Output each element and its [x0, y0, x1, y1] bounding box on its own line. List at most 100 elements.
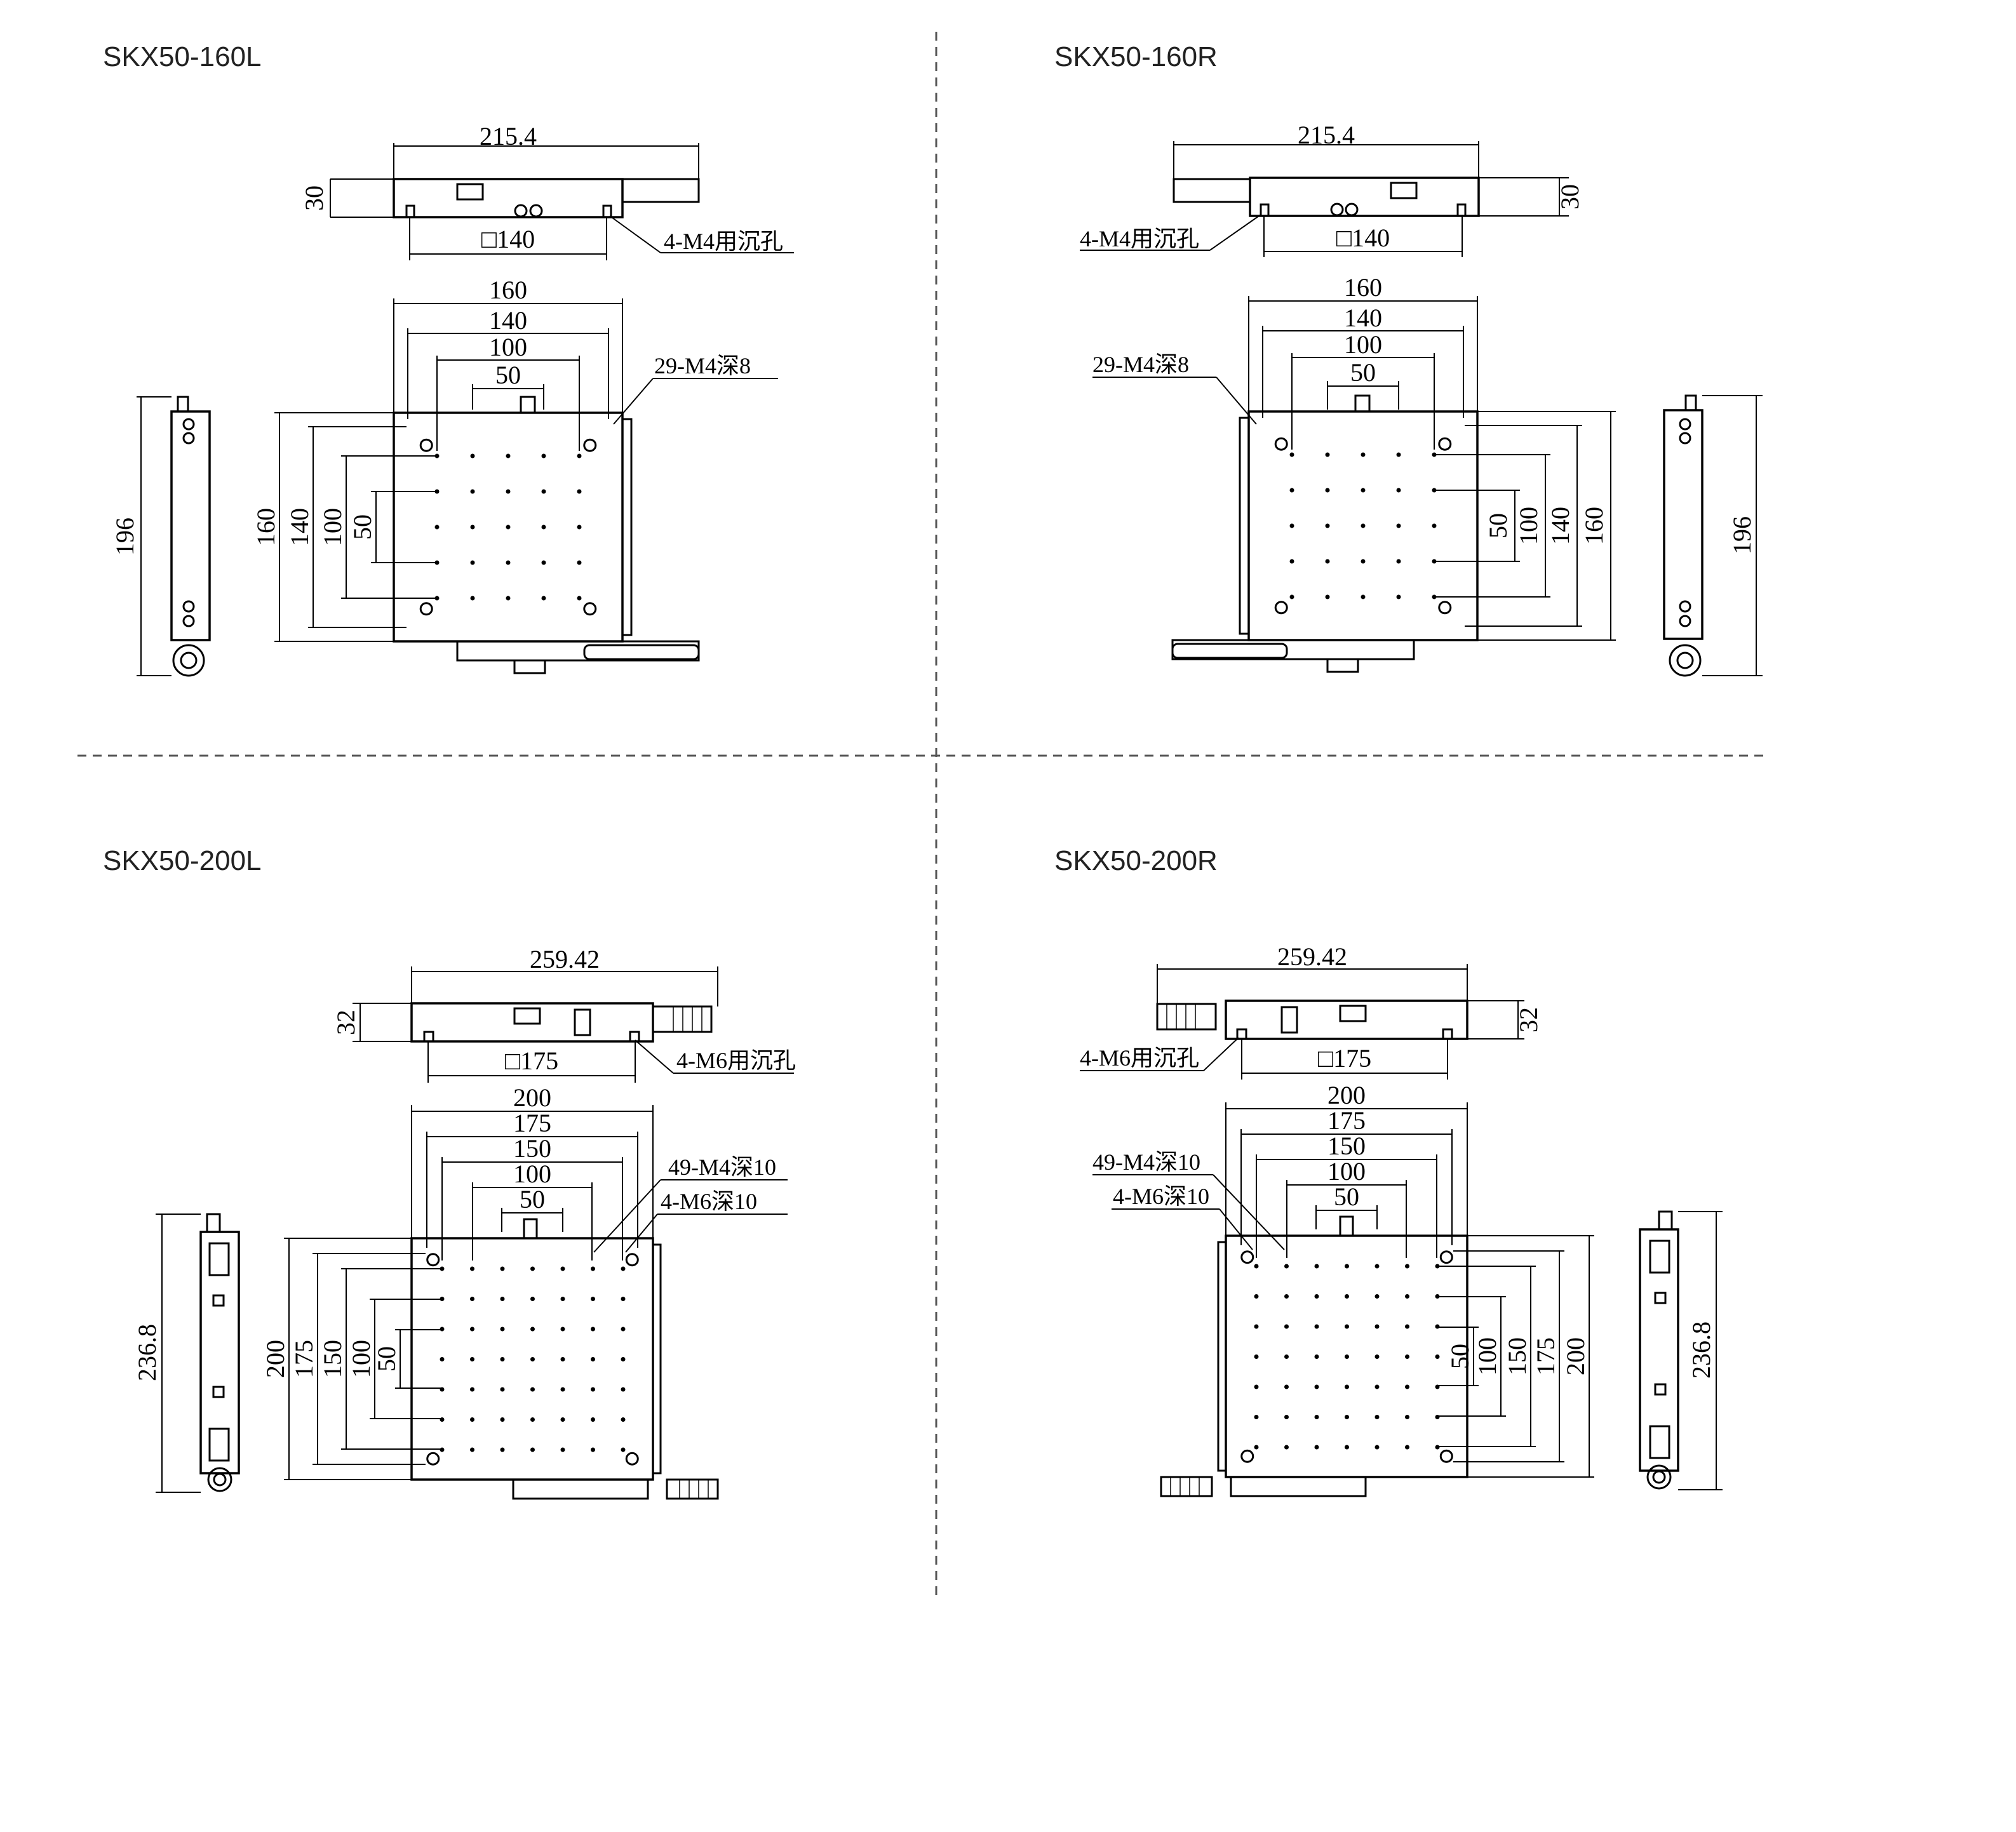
- threaded-hole: [591, 1357, 595, 1361]
- plan-view: 160 140 100 50 160 140 100 50 29-M4深8: [252, 276, 778, 674]
- hole-pattern: [1274, 437, 1452, 615]
- dim-h-160: 160: [489, 276, 527, 304]
- counterbore-hole: [419, 438, 433, 452]
- threaded-hole: [500, 1357, 505, 1361]
- threaded-hole: [1405, 1324, 1409, 1329]
- side-view: 236.8: [1639, 1210, 1723, 1490]
- threaded-hole: [1314, 1415, 1319, 1419]
- dim-v-100: 100: [318, 508, 347, 546]
- dim-v-200: 200: [261, 1340, 290, 1378]
- counterbore-hole: [625, 1452, 639, 1466]
- counterbore-hole: [1438, 437, 1452, 451]
- threaded-hole: [1374, 1415, 1380, 1419]
- threaded-hole: [1405, 1415, 1409, 1419]
- threaded-hole: [1361, 452, 1366, 457]
- threaded-hole: [621, 1297, 626, 1301]
- threaded-hole: [1325, 559, 1330, 564]
- threaded-hole: [541, 489, 546, 494]
- dim-h-50: 50: [520, 1185, 545, 1214]
- note-counterbore: 4-M6用沉孔: [676, 1048, 796, 1073]
- threaded-hole: [530, 1447, 535, 1452]
- threaded-hole: [560, 1357, 565, 1361]
- threaded-hole: [591, 1327, 595, 1332]
- panel-200l: 259.42 32 □175 4-M6用沉孔: [133, 945, 796, 1500]
- counterbore-hole: [1240, 1250, 1254, 1264]
- threaded-hole: [1345, 1354, 1349, 1359]
- threaded-hole: [591, 1297, 595, 1301]
- threaded-hole: [500, 1297, 505, 1301]
- threaded-hole: [1254, 1264, 1259, 1269]
- threaded-hole: [1314, 1294, 1319, 1299]
- threaded-hole: [591, 1417, 595, 1422]
- threaded-hole: [1396, 594, 1401, 599]
- threaded-hole: [500, 1327, 505, 1332]
- threaded-hole: [1374, 1445, 1380, 1450]
- plan-view: 200 175 150 100 50 200 175 150 100 50 49…: [261, 1083, 788, 1500]
- hole-pattern: [419, 438, 597, 616]
- dim-h-200: 200: [513, 1083, 551, 1112]
- counterbore-hole: [583, 602, 597, 616]
- threaded-hole: [1289, 488, 1294, 493]
- dim-h-50: 50: [1350, 358, 1376, 387]
- threaded-hole: [560, 1297, 565, 1301]
- panel-200r: 259.42 32 □175 4-M6用沉孔: [1080, 942, 1723, 1497]
- dim-h-140: 140: [1344, 304, 1382, 332]
- dim-top-width: 215.4: [1298, 121, 1355, 149]
- threaded-hole: [1284, 1354, 1289, 1359]
- counterbore-hole: [419, 602, 433, 616]
- dim-h-160: 160: [1344, 273, 1382, 302]
- threaded-hole: [1345, 1415, 1349, 1419]
- dim-h-100: 100: [1327, 1157, 1366, 1186]
- counterbore-hole: [583, 438, 597, 452]
- threaded-hole: [470, 453, 475, 458]
- counterbore-hole: [426, 1253, 440, 1267]
- threaded-hole: [506, 453, 511, 458]
- dim-v-140: 140: [285, 508, 314, 546]
- threaded-hole: [621, 1266, 626, 1271]
- threaded-hole: [1284, 1384, 1289, 1389]
- dim-top-square: □140: [481, 225, 535, 253]
- threaded-hole: [1405, 1384, 1409, 1389]
- dim-v-50: 50: [1446, 1344, 1474, 1369]
- threaded-hole: [506, 560, 511, 565]
- threaded-hole: [1345, 1294, 1349, 1299]
- dim-v-160: 160: [1580, 507, 1608, 545]
- side-view: 236.8: [133, 1213, 240, 1493]
- dim-h-100: 100: [513, 1160, 551, 1188]
- dim-v-50: 50: [372, 1346, 401, 1372]
- dim-top-square: □140: [1336, 224, 1390, 252]
- threaded-hole: [1345, 1324, 1349, 1329]
- counterbore-hole: [1439, 1250, 1453, 1264]
- panel-title-200r: SKX50-200R: [1054, 845, 1218, 876]
- threaded-hole: [500, 1447, 505, 1452]
- threaded-hole: [541, 453, 546, 458]
- dim-h-140: 140: [489, 306, 527, 335]
- threaded-hole: [1254, 1384, 1259, 1389]
- dim-v-50: 50: [1484, 513, 1512, 538]
- threaded-hole: [470, 1327, 474, 1332]
- threaded-hole: [1289, 523, 1294, 528]
- threaded-hole: [1284, 1324, 1289, 1329]
- threaded-hole: [500, 1266, 505, 1271]
- threaded-hole: [1361, 594, 1366, 599]
- threaded-hole: [1374, 1324, 1380, 1329]
- threaded-hole: [1396, 523, 1401, 528]
- threaded-hole: [1284, 1264, 1289, 1269]
- dim-h-175: 175: [1327, 1106, 1366, 1135]
- threaded-hole: [621, 1387, 626, 1392]
- dim-top-height: 30: [1556, 184, 1584, 210]
- side-view: 196: [111, 396, 211, 677]
- threaded-hole: [1289, 594, 1294, 599]
- threaded-hole: [1254, 1294, 1259, 1299]
- dim-top-square: □175: [1318, 1044, 1371, 1073]
- threaded-hole: [1254, 1445, 1259, 1450]
- threaded-hole: [530, 1297, 535, 1301]
- side-view: 196: [1663, 394, 1763, 677]
- dim-v-100: 100: [347, 1340, 375, 1378]
- dim-h-100: 100: [489, 333, 527, 361]
- dim-v-150: 150: [1503, 1337, 1531, 1375]
- dim-top-height: 32: [332, 1010, 360, 1035]
- threaded-hole: [577, 525, 582, 530]
- threaded-hole: [1325, 594, 1330, 599]
- threaded-hole: [560, 1447, 565, 1452]
